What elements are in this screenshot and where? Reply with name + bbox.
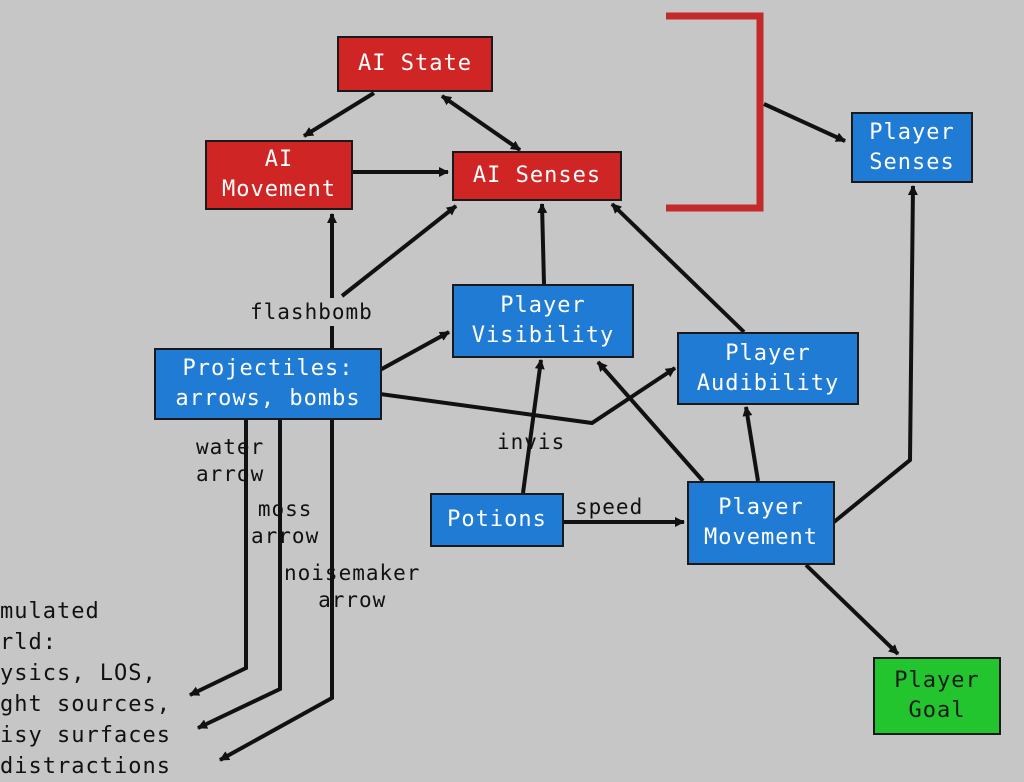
node-player-senses-line1: Player: [869, 119, 955, 145]
node-ai-senses: AI Senses: [452, 151, 622, 201]
node-projectiles-line2: arrows, bombs: [175, 386, 361, 411]
noisemaker-arrow-line2: arrow: [318, 588, 387, 612]
water-arrow-line2: arrow: [196, 462, 265, 486]
edge-movement-visibility: [596, 360, 705, 483]
edge-aistate-aimovement: [302, 91, 376, 138]
edge-label-flashbomb: flashbomb: [250, 300, 373, 324]
node-player-audibility-line2: Audibility: [696, 370, 840, 396]
edge-movement-audibility: [742, 406, 760, 482]
edge-noisemakerarrow-world: [219, 420, 334, 762]
node-ai-movement-line2: Movement: [222, 177, 336, 202]
node-player-visibility-line2: Visibility: [471, 323, 615, 348]
node-player-visibility-line1: Player: [500, 293, 586, 318]
edge-movement-senses: [832, 185, 918, 524]
edge-label-noisemaker-arrow: noisemaker arrow: [284, 560, 420, 614]
simulated-world-line5: isy surfaces: [0, 723, 171, 748]
edge-movement-goal: [804, 563, 900, 656]
node-player-audibility-line1: Player: [725, 340, 811, 366]
node-projectiles: Projectiles: arrows, bombs: [154, 348, 382, 420]
node-ai-movement-line1: AI: [264, 147, 294, 172]
edge-flashbomb-aisenses: [340, 204, 458, 298]
node-ai-movement: AI Movement: [205, 140, 353, 210]
edge-bracket-playersenses: [763, 102, 846, 143]
edge-label-invis: invis: [497, 430, 566, 454]
edge-label-water-arrow: water arrow: [196, 434, 264, 488]
water-arrow-line1: water: [196, 435, 265, 459]
ai-group-bracket: [666, 12, 764, 212]
node-potions: Potions: [430, 493, 564, 547]
node-ai-state-label: AI State: [358, 51, 472, 76]
edge-waterarrow-world: [189, 420, 248, 697]
node-player-movement: Player Movement: [687, 481, 835, 565]
node-player-goal: Player Goal: [873, 657, 1001, 735]
edge-projectiles-audibility: [379, 366, 677, 426]
simulated-world-line1: mulated: [0, 599, 100, 624]
node-player-audibility: Player Audibility: [677, 332, 859, 405]
node-player-movement-line1: Player: [718, 495, 804, 520]
node-player-goal-line2: Goal: [908, 698, 966, 723]
edge-visibility-aisenses: [537, 203, 548, 285]
node-player-movement-line2: Movement: [704, 525, 818, 550]
simulated-world-line4: ght sources,: [0, 692, 171, 717]
node-player-senses: Player Senses: [851, 112, 973, 183]
simulated-world-text: mulated rld: ysics, LOS, ght sources, is…: [0, 596, 171, 782]
edge-projectiles-visibility: [379, 330, 450, 372]
node-ai-senses-label: AI Senses: [472, 163, 602, 188]
edge-label-speed: speed: [575, 495, 644, 519]
simulated-world-line2: rld:: [0, 630, 57, 655]
edge-audibility-aisenses: [610, 202, 746, 334]
node-potions-label: Potions: [447, 507, 547, 532]
edge-aistate-aisenses: [440, 94, 522, 152]
edge-mossarrow-world: [197, 420, 282, 730]
moss-arrow-line2: arrow: [251, 524, 320, 548]
edge-label-moss-arrow: moss arrow: [251, 496, 319, 550]
moss-arrow-line1: moss: [257, 497, 313, 521]
simulated-world-line3: ysics, LOS,: [0, 661, 157, 686]
node-player-visibility: Player Visibility: [452, 284, 634, 358]
node-projectiles-line1: Projectiles:: [182, 356, 354, 381]
simulated-world-line6: distractions: [0, 754, 171, 779]
node-ai-state: AI State: [337, 36, 493, 92]
node-player-goal-line1: Player: [894, 668, 980, 693]
noisemaker-arrow-line1: noisemaker: [284, 561, 421, 585]
node-player-senses-line2: Senses: [869, 149, 955, 175]
edge-potions-visibility: [521, 359, 545, 494]
